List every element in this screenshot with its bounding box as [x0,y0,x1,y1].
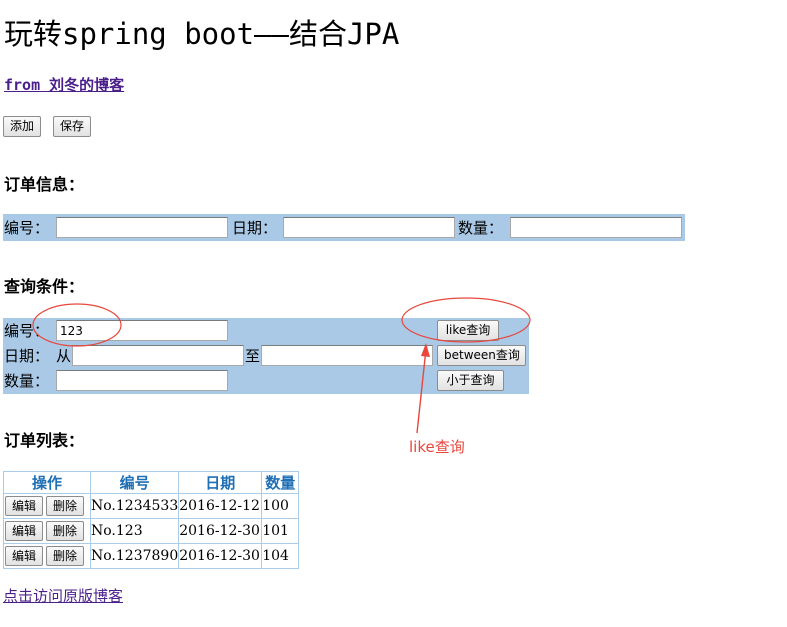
row-number: No.1237890 [89,543,180,569]
table-header-row: 操作 编号 日期 数量 [3,471,300,494]
add-button[interactable]: 添加 [3,116,42,137]
table-row: 编辑删除 No.1237890 2016-12-30 104 [3,543,300,569]
query-heading: 查询条件： [4,277,85,296]
query-quantity-label: 数量： [4,372,50,390]
column-header-actions: 操作 [3,471,91,494]
row-actions: 编辑删除 [3,518,91,544]
table-row: 编辑删除 No.1234533 2016-12-12 100 [3,493,300,519]
row-date: 2016-12-30 [178,543,263,569]
edit-button[interactable]: 编辑 [5,496,44,516]
row-date: 2016-12-30 [178,518,263,544]
between-query-button[interactable]: between查询 [437,345,526,366]
annotation-label: like查询 [409,438,465,456]
order-quantity-input[interactable] [510,217,682,238]
date-from-label: 从 [56,347,72,365]
order-quantity-label: 数量： [458,219,504,237]
original-blog-link[interactable]: 点击访问原版博客 [3,587,124,605]
row-actions: 编辑删除 [3,543,91,569]
delete-button[interactable]: 删除 [46,546,85,566]
row-number: No.1234533 [89,493,180,519]
row-actions: 编辑删除 [3,493,91,519]
column-header-number: 编号 [89,471,180,494]
order-number-label: 编号： [4,219,50,237]
column-header-quantity: 数量 [261,471,300,494]
order-number-input[interactable] [56,217,228,238]
delete-button[interactable]: 删除 [46,521,85,541]
column-header-date: 日期 [178,471,263,494]
order-list-heading: 订单列表： [4,431,85,450]
query-quantity-input[interactable] [56,370,228,391]
order-info-heading: 订单信息： [4,175,85,194]
query-form: 编号： like查询 日期： 从 至 between查询 数量： 小于查询 [3,318,529,394]
orders-table: 操作 编号 日期 数量 编辑删除 No.1234533 2016-12-12 1… [3,471,300,569]
order-date-label: 日期： [232,219,278,237]
row-number: No.123 [89,518,180,544]
row-quantity: 101 [261,518,300,544]
edit-button[interactable]: 编辑 [5,521,44,541]
less-than-query-button[interactable]: 小于查询 [437,370,504,391]
date-from-input[interactable] [72,345,244,366]
save-button[interactable]: 保存 [53,116,92,137]
date-to-label: 至 [245,347,261,365]
query-number-label: 编号： [4,322,50,340]
date-to-input[interactable] [261,345,433,366]
query-number-input[interactable] [56,320,228,341]
row-quantity: 104 [261,543,300,569]
row-quantity: 100 [261,493,300,519]
delete-button[interactable]: 删除 [46,496,85,516]
page-title: 玩转spring boot——结合JPA [4,17,400,51]
order-date-input[interactable] [283,217,455,238]
row-date: 2016-12-12 [178,493,263,519]
author-blog-link[interactable]: from 刘冬的博客 [4,76,125,94]
query-date-label: 日期： [4,347,50,365]
edit-button[interactable]: 编辑 [5,546,44,566]
like-query-button[interactable]: like查询 [437,320,499,341]
order-info-form: 编号： 日期： 数量： [3,214,685,241]
table-row: 编辑删除 No.123 2016-12-30 101 [3,518,300,544]
